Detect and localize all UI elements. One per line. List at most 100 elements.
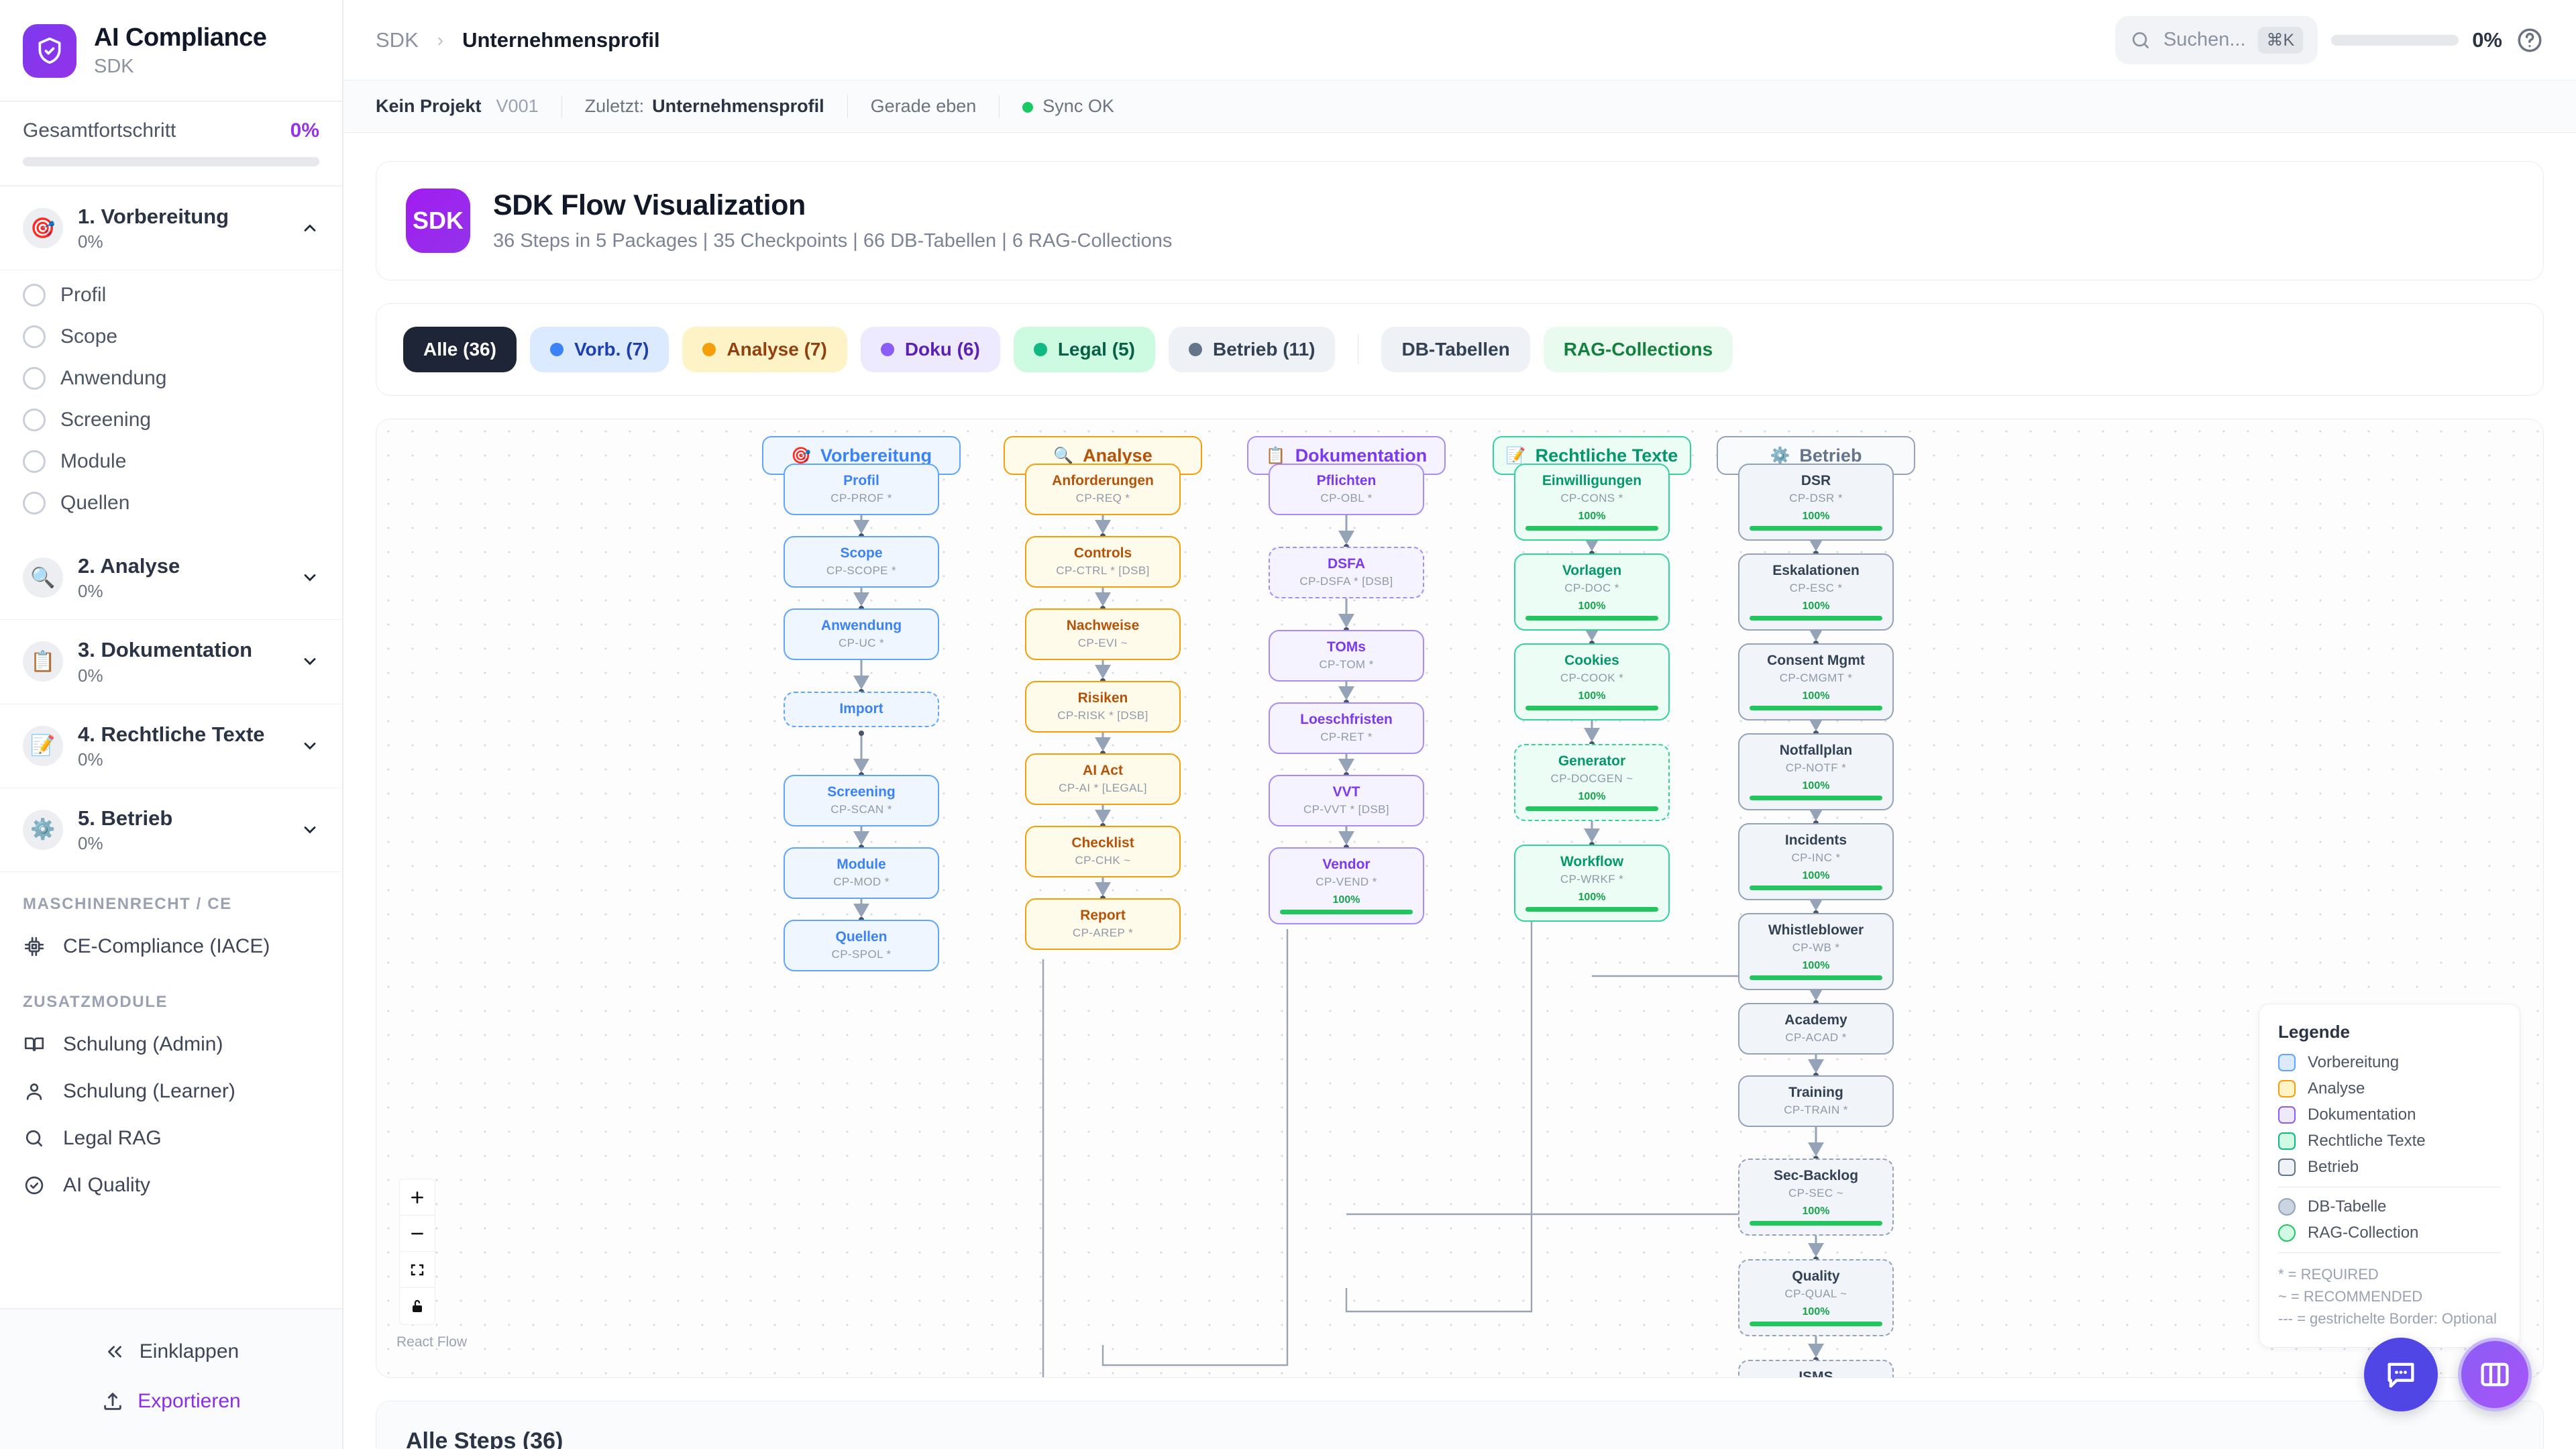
filter-chip-betrieb-11[interactable]: Betrieb (11) (1168, 327, 1336, 372)
sidebar-item-scope[interactable]: Scope (0, 316, 342, 358)
breadcrumb-root[interactable]: SDK (376, 28, 419, 52)
filter-chip-alle-36[interactable]: Alle (36) (403, 327, 517, 372)
meta-last-label: Zuletzt: (584, 96, 645, 116)
flow-node-title: Einwilligungen (1542, 473, 1642, 488)
sidebar-item-module[interactable]: Module (0, 441, 342, 482)
header-progress-bar (2331, 34, 2459, 46)
flow-node-progress-bar (1750, 1221, 1882, 1226)
step-status-radio[interactable] (23, 284, 46, 307)
shield-check-icon (23, 24, 76, 78)
flow-node-code: CP-SCAN * (830, 803, 892, 816)
fit-view-button[interactable] (400, 1252, 435, 1288)
legend-divider-2 (2278, 1252, 2501, 1253)
flow-lane-label: Dokumentation (1295, 445, 1428, 466)
chat-fab[interactable] (2364, 1338, 2438, 1411)
filter-chip-doku-6[interactable]: Doku (6) (860, 327, 1000, 372)
sidebar-item-schulung-learner[interactable]: Schulung (Learner) (0, 1068, 342, 1115)
magnifier-icon: 🔍 (1053, 446, 1074, 465)
filter-chip-rag-collections[interactable]: RAG-Collections (1543, 327, 1733, 372)
sidebar-item-quellen[interactable]: Quellen (0, 482, 342, 524)
filter-chip-db-tabellen[interactable]: DB-Tabellen (1381, 327, 1530, 372)
flow-node-code: CP-CHK ~ (1075, 854, 1131, 867)
zoom-in-button[interactable] (400, 1179, 435, 1216)
flow-diagram-card[interactable]: 🎯Vorbereitung🔍Analyse📋Dokumentation📝Rech… (376, 419, 2544, 1378)
panel-fab[interactable] (2458, 1338, 2532, 1411)
sidebar-item-schulung-admin[interactable]: Schulung (Admin) (0, 1021, 342, 1068)
collapse-sidebar-button[interactable]: Einklappen (0, 1327, 342, 1377)
step-status-radio[interactable] (23, 367, 46, 390)
flow-node-code: CP-SEC ~ (1788, 1187, 1844, 1200)
export-label: Exportieren (138, 1390, 241, 1412)
sidebar-phase-percent: 0% (78, 231, 103, 252)
sidebar-item-ce-compliance-iace[interactable]: CE-Compliance (IACE) (0, 923, 342, 970)
dart-target-icon: 🎯 (791, 446, 811, 465)
sidebar-item-anwendung[interactable]: Anwendung (0, 358, 342, 399)
flow-attribution[interactable]: React Flow (396, 1334, 468, 1350)
legend-swatch (2278, 1159, 2296, 1176)
step-status-radio[interactable] (23, 325, 46, 349)
flow-node-import[interactable]: Import (784, 692, 939, 728)
filter-chip-analyse-7[interactable]: Analyse (7) (682, 327, 847, 372)
filter-chip-vorb-7[interactable]: Vorb. (7) (529, 327, 669, 372)
question-circle-icon[interactable] (2516, 26, 2544, 54)
sidebar-item-legal-rag[interactable]: Legal RAG (0, 1115, 342, 1162)
sidebar-item-screening[interactable]: Screening (0, 399, 342, 441)
sidebar-item-label: Anwendung (60, 367, 167, 390)
step-status-radio[interactable] (23, 450, 46, 474)
step-status-radio[interactable] (23, 492, 46, 515)
sidebar-item-profil[interactable]: Profil (0, 274, 342, 316)
search-input[interactable]: Suchen... ⌘K (2114, 15, 2318, 64)
flow-node-code: CP-CTRL * [DSB] (1056, 564, 1150, 578)
sidebar-item-ai-quality[interactable]: AI Quality (0, 1162, 342, 1209)
zoom-out-button[interactable] (400, 1216, 435, 1252)
filter-chip-legal-5[interactable]: Legal (5) (1013, 327, 1155, 372)
flow-node-isms[interactable]: ISMSCP-ISMS ~ [DSB]100% (1738, 1360, 1894, 1377)
step-status-radio[interactable] (23, 409, 46, 432)
flow-node-progress-bar (1525, 806, 1658, 812)
lock-toggle-button[interactable] (400, 1288, 435, 1324)
brand-header[interactable]: AI Compliance SDK (0, 0, 342, 102)
export-button[interactable]: Exportieren (0, 1377, 342, 1426)
